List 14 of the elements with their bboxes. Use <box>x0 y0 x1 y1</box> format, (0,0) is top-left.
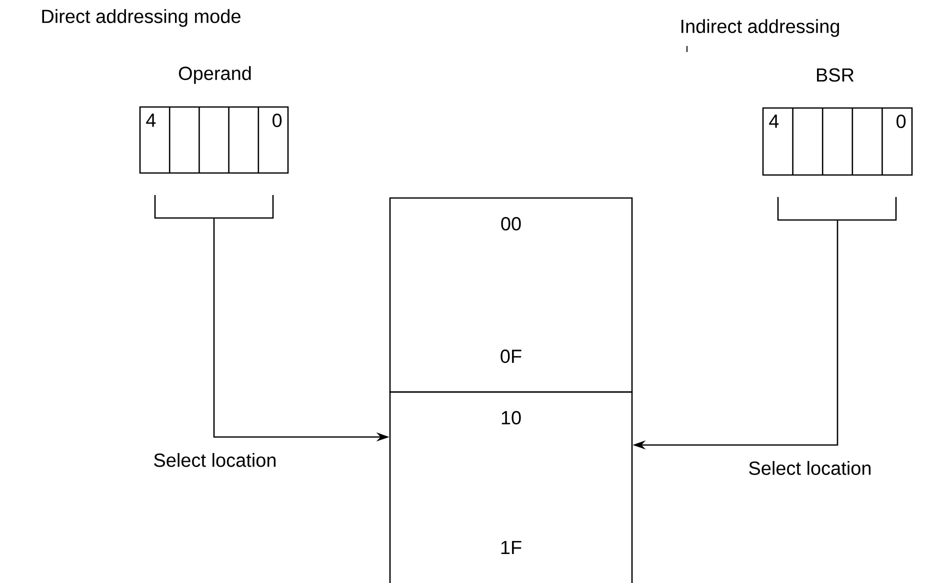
heading: Direct addressing mode <box>42 9 240 27</box>
register-name: BSR <box>817 68 854 82</box>
edge-label: Select location <box>749 461 871 475</box>
register-name: Operand <box>178 66 251 84</box>
address-label: 00 <box>501 216 521 230</box>
bit-number: 0 <box>896 114 906 128</box>
bit-number: 4 <box>769 114 779 128</box>
heading: Indirect addressing <box>682 19 839 37</box>
address-label: 0F <box>500 350 522 364</box>
bit-number: 4 <box>146 114 156 127</box>
edge-label: Select location <box>154 453 276 467</box>
bit-number: 0 <box>272 114 282 128</box>
address-label: 10 <box>502 410 521 424</box>
address-label: 1F <box>501 540 522 554</box>
